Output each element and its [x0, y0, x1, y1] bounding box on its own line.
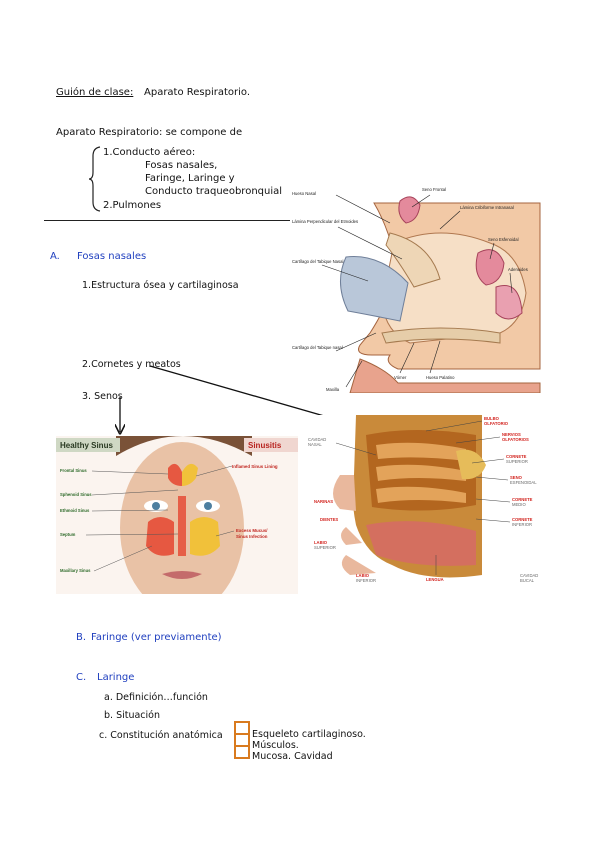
cavity-label-5: SUPERIOR — [506, 459, 528, 464]
cavity-label-15: DIENTES — [320, 517, 338, 522]
divider — [44, 220, 294, 221]
ns-label-6: Adenoides — [508, 267, 528, 272]
cavity-label-11: INFERIOR — [512, 522, 532, 527]
sinus-left-label-3: Septum — [60, 532, 76, 537]
cavity-label-18: LABIO — [356, 573, 370, 578]
section-a-point2: 2.Cornetes y meatos — [82, 359, 181, 370]
cavity-label-8: CORNETE — [512, 497, 533, 502]
section-c-c: c. Constitución anatómica — [99, 730, 223, 741]
section-a-letter: A. — [50, 251, 60, 262]
section-b-title: Faringe (ver previamente) — [91, 632, 222, 643]
cavity-label-19: INFERIOR — [356, 578, 376, 583]
section-a-point3: 3. Senos — [82, 391, 123, 402]
ns-label-8: Vómer — [394, 375, 407, 380]
intro-item2: 2.Pulmones — [103, 200, 162, 211]
sinus-face-figure: Healthy Sinus Sinusitis Frontal Sinus Sp… — [56, 436, 298, 594]
sinus-right-title: Sinusitis — [248, 441, 282, 450]
cavity-label-3: OLFATORIOS — [502, 437, 529, 442]
section-c-title: Laringe — [97, 672, 135, 683]
sinus-left-label-2: Ethmoid Sinus — [60, 508, 90, 513]
ns-label-3: Lámina Perpendicular del Etmoides — [292, 219, 358, 224]
sinus-right-label-0: Inflamed Sinus Lining — [232, 464, 278, 469]
anatomy-list-item-0: Esqueleto cartilaginoso. — [252, 729, 366, 740]
sinus-left-label-4: Maxillary Sinus — [60, 568, 91, 573]
ns-label-9: Hueso Palatino — [426, 375, 455, 380]
ns-label-5: Cartílago del Tabique Nasal — [292, 259, 343, 264]
section-c-b: b. Situación — [104, 710, 161, 721]
cavity-label-7: ESFENOIDAL — [510, 480, 537, 485]
cavity-label-1: OLFATORIO — [484, 421, 509, 426]
nasal-septum-figure: Hueso Nasal Seno Frontal Lámina Cribifor… — [290, 183, 552, 393]
ns-label-10: Maxilla — [326, 387, 340, 392]
cavity-label-14: NARINAS — [314, 499, 333, 504]
intro-sub3: Conducto traqueobronquial — [145, 186, 283, 197]
ns-label-4: Seno Esfenoidal — [488, 237, 519, 242]
cavity-label-6: SENO — [510, 475, 523, 480]
cavity-label-13: NASAL — [308, 442, 322, 447]
section-c-letter: C. — [76, 672, 87, 683]
sinus-right-label-1: Excess Mucus/ — [236, 528, 268, 533]
section-c-a: a. Definición…función — [104, 692, 208, 703]
ns-label-0: Hueso Nasal — [292, 191, 316, 196]
cavity-label-10: CORNETE — [512, 517, 533, 522]
sinus-left-label-0: Frontal Sinus — [60, 468, 87, 473]
ns-label-7: Cartílago del Tabique nasal — [292, 345, 343, 350]
nasal-cavity-figure: BULBO OLFATORIO NERVIOS OLFATORIOS CORNE… — [306, 415, 564, 590]
cavity-label-21: CAVIDAD — [520, 573, 538, 578]
sinus-right-label-2: Sinus Infection — [236, 534, 268, 539]
sinus-left-title: Healthy Sinus — [60, 441, 113, 450]
ns-label-1: Seno Frontal — [422, 187, 446, 192]
intro-lead: Aparato Respiratorio: se compone de — [56, 127, 243, 138]
cavity-label-2: NERVIOS — [502, 432, 521, 437]
section-b-letter: B. — [76, 632, 87, 643]
cavity-label-22: BUCAL — [520, 578, 535, 583]
cavity-label-12: CAVIDAD — [308, 437, 326, 442]
orange-bracket-icon — [234, 721, 250, 759]
ns-label-2: Lámina Cribiforme Intranasal — [460, 205, 514, 210]
section-a-point1: 1.Estructura ósea y cartilaginosa — [82, 280, 239, 291]
brace-icon — [88, 146, 101, 212]
cavity-label-9: MEDIO — [512, 502, 526, 507]
cavity-label-17: SUPERIOR — [314, 545, 336, 550]
cavity-label-0: BULBO — [484, 416, 500, 421]
doc-title-text: Aparato Respiratorio. — [144, 87, 251, 98]
doc-title-label: Guión de clase: — [56, 87, 134, 98]
sinus-left-label-1: Sphenoid Sinus — [60, 492, 92, 497]
cavity-label-16: LABIO — [314, 540, 328, 545]
section-a-title: Fosas nasales — [77, 251, 147, 262]
cavity-label-20: LENGUA — [426, 577, 444, 582]
intro-sub1: Fosas nasales, — [145, 160, 218, 171]
intro-item1: 1.Conducto aéreo: — [103, 147, 196, 158]
anatomy-list-item-2: Mucosa. Cavidad — [252, 751, 333, 762]
cavity-label-4: CORNETE — [506, 454, 527, 459]
anatomy-list-item-1: Músculos. — [252, 740, 299, 751]
intro-sub2: Faringe, Laringe y — [145, 173, 235, 184]
